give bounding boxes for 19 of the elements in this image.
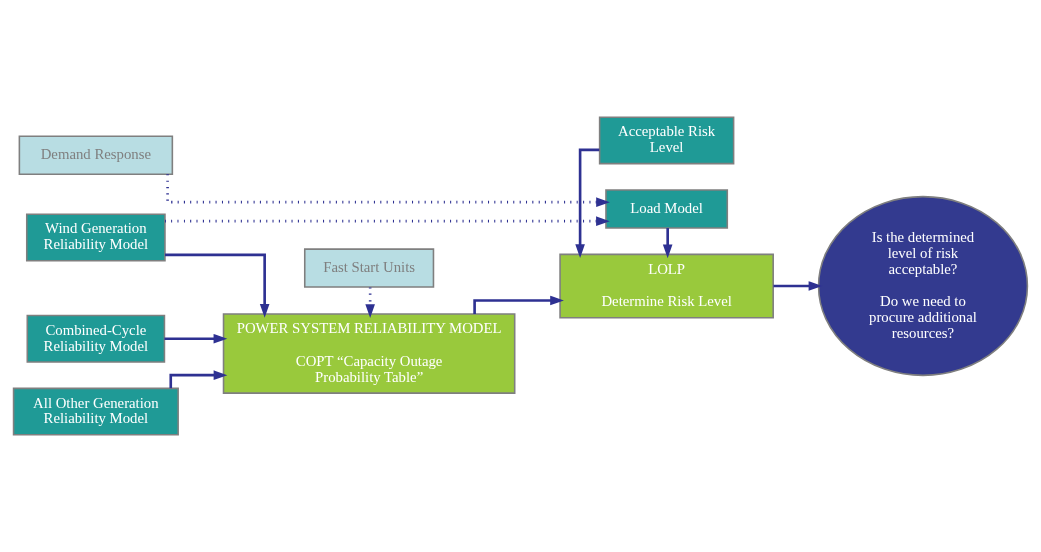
- arrow: [473, 295, 564, 314]
- arrow: [365, 287, 375, 318]
- node-box: POWER SYSTEM RELIABILITY MODEL COPT “Capacity Outage Probability Table”: [222, 313, 516, 394]
- arrow: [165, 253, 270, 318]
- arrow: [169, 370, 228, 389]
- node-ellipse: Is the determined level of risk acceptable? Do we need to procure additional resources?: [817, 195, 1029, 377]
- node-box: Fast Start Units: [303, 248, 435, 288]
- node-box: Acceptable Risk Level: [598, 116, 735, 165]
- arrow: [164, 333, 228, 344]
- arrow: [166, 174, 610, 207]
- node-box: Combined-Cycle Reliability Model: [26, 314, 166, 363]
- node-box: LOLP Determine Risk Level: [559, 253, 774, 319]
- arrow: [773, 281, 823, 291]
- node-box: Load Model: [605, 189, 729, 229]
- node-box: Wind Generation Reliability Model: [25, 213, 166, 262]
- arrow: [165, 216, 610, 226]
- node-box: All Other Generation Reliability Model: [12, 387, 179, 436]
- node-box: Demand Response: [18, 135, 174, 175]
- arrow: [662, 228, 673, 259]
